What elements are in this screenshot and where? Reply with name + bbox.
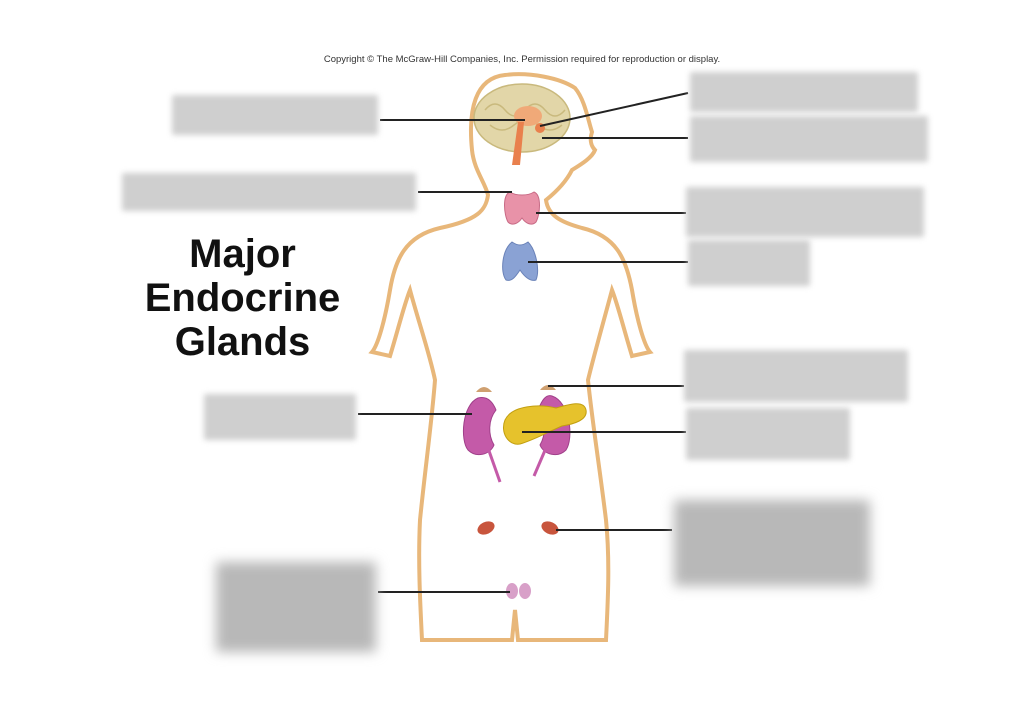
thymus — [502, 241, 539, 281]
title-line-1: Major — [189, 232, 296, 276]
adrenal-label-box[interactable] — [684, 350, 908, 402]
hypothalamus-label-box[interactable] — [172, 95, 378, 135]
pituitary-label-box[interactable] — [690, 116, 928, 162]
ovary-left — [477, 521, 495, 535]
title-line-3: Glands — [174, 320, 311, 364]
thymus-label-box[interactable] — [688, 240, 810, 286]
leader-pineal — [539, 92, 689, 127]
thyroid-label-box[interactable] — [122, 173, 416, 211]
pineal-label-box[interactable] — [690, 72, 918, 112]
brainstem — [512, 122, 524, 165]
title-line-2: Endocrine — [144, 276, 341, 320]
pancreas-label-box[interactable] — [686, 408, 850, 460]
ovary-label-box[interactable] — [674, 500, 870, 586]
testis-left — [506, 583, 518, 599]
diagram-title: Major Endocrine Glands — [120, 232, 365, 364]
ovary-right — [541, 521, 559, 535]
testis-label-box[interactable] — [216, 562, 376, 652]
ureter-right — [532, 447, 548, 477]
pancreas — [503, 403, 587, 445]
ureter-left — [486, 447, 502, 483]
thyroid — [504, 191, 540, 225]
parathyroid-label-box[interactable] — [686, 187, 924, 237]
kidney-left — [462, 397, 497, 456]
kidney-label-box[interactable] — [204, 394, 356, 440]
adrenal-left — [476, 387, 492, 392]
testis-right — [519, 583, 531, 599]
body-outline — [368, 72, 654, 642]
leader-lines — [358, 92, 689, 593]
copyright-notice: Copyright © The McGraw-Hill Companies, I… — [323, 54, 721, 65]
